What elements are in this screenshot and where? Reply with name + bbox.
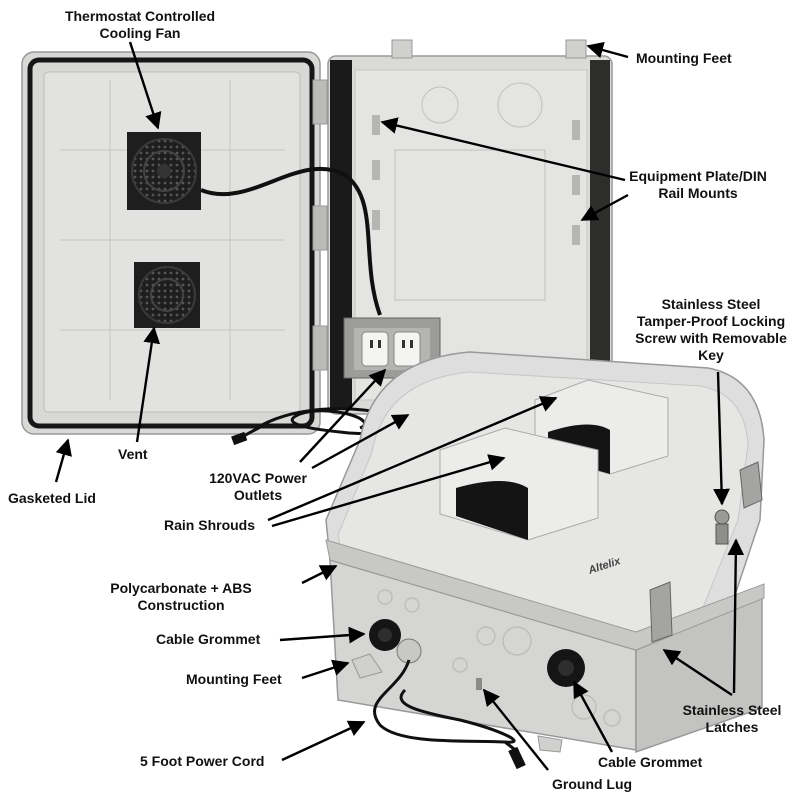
- label-equipment-plate: Equipment Plate/DIN Rail Mounts: [629, 168, 767, 201]
- label-ground-lug: Ground Lug: [552, 776, 633, 792]
- label-thermostat-fan: Thermostat Controlled Cooling Fan: [64, 8, 216, 41]
- vent-grille: [134, 262, 200, 328]
- gasket-seal: [27, 57, 315, 429]
- label-stainless-screw: Stainless Steel Tamper-Proof Locking Scr…: [635, 296, 787, 363]
- stainless-latches: [649, 461, 763, 643]
- label-stainless-latches: Stainless Steel Latches: [682, 702, 782, 735]
- rain-shroud-front: [439, 427, 599, 541]
- cable-grommet-right: [547, 649, 585, 687]
- label-cable-grommet-right: Cable Grommet: [598, 754, 703, 770]
- open-enclosure-body: [200, 39, 613, 415]
- label-gasketed-lid: Gasketed Lid: [8, 490, 96, 506]
- annotation-arrows: [54, 41, 745, 771]
- locking-screw: [714, 509, 730, 545]
- label-power-outlets: 120VAC Power Outlets: [209, 470, 307, 503]
- label-mounting-feet-top: Mounting Feet: [636, 50, 732, 66]
- cable-grommet-left: [369, 619, 401, 651]
- label-mounting-feet-bottom: Mounting Feet: [186, 671, 282, 687]
- label-construction: Polycarbonate + ABS Construction: [110, 580, 252, 613]
- label-rain-shrouds: Rain Shrouds: [164, 517, 256, 533]
- closed-enclosure: [325, 351, 765, 754]
- label-power-cord: 5 Foot Power Cord: [140, 753, 265, 769]
- label-vent: Vent: [118, 446, 148, 462]
- open-lid: [21, 51, 321, 435]
- cooling-fan: [127, 132, 201, 210]
- hinges: [312, 79, 328, 371]
- label-cable-grommet-left: Cable Grommet: [156, 631, 261, 647]
